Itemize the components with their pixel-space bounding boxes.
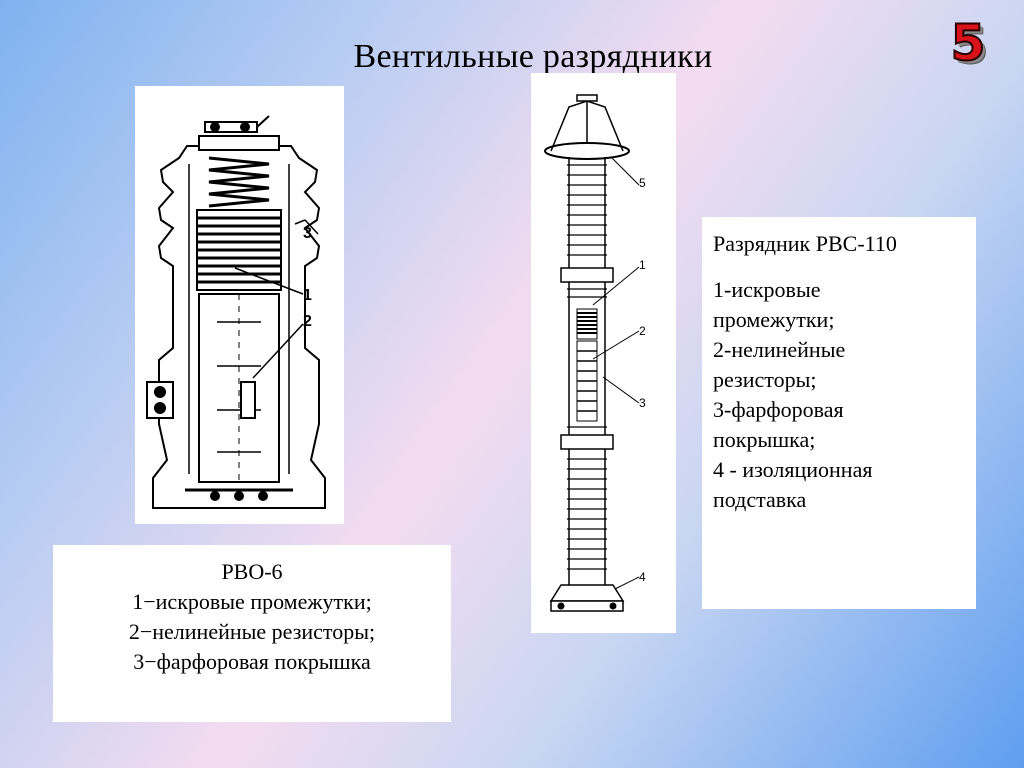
rvs-caption-line: 2-нелинейные (713, 337, 846, 362)
rvs-label-4: 4 (639, 570, 646, 584)
rvo-label-1: 1 (303, 287, 312, 304)
rvs-leader-2 (592, 330, 640, 360)
rvo-top-cap (198, 135, 280, 151)
rvo-label-2: 2 (303, 313, 312, 330)
rvs-base (549, 584, 625, 602)
slide-title: Вентильные разрядники (353, 38, 713, 75)
rvs-110-diagram-svg: 5 1 2 3 4 (544, 94, 646, 612)
rvo-label-3: 3 (303, 225, 312, 242)
rvs-caption-spacer (713, 259, 966, 275)
rvs-caption-line: подставка (713, 487, 807, 512)
rvs-leader-3 (602, 376, 640, 404)
rvs-upper-section (568, 157, 606, 268)
rvs-caption-line: резисторы; (713, 367, 817, 392)
rvs-caption-line: покрышка; (713, 427, 816, 452)
rvo-6-caption: РВО-6 1−искровые промежутки; 2−нелинейны… (53, 545, 451, 722)
rvo-caption-line: 3−фарфоровая покрышка (133, 649, 371, 674)
rvo-leader-2 (252, 323, 304, 379)
rvs-grading-ring (544, 142, 630, 160)
rvs-caption-line: 4 - изоляционная (713, 457, 873, 482)
rvs-caption-line: 3-фарфоровая (713, 397, 844, 422)
rvo-caption-line: РВО-6 (221, 559, 283, 584)
rvo-spring (208, 156, 270, 208)
rvs-flange-2 (560, 434, 614, 450)
rvs-caption-line: промежутки; (713, 307, 835, 332)
rvs-label-5: 5 (639, 176, 646, 190)
rvs-flange-1 (560, 267, 614, 283)
rvs-lower-section (568, 449, 606, 585)
rvo-leader-1 (234, 267, 304, 295)
rvo-6-drawing: 3 1 2 (135, 86, 344, 524)
rvs-leader-5 (610, 156, 640, 186)
rvs-caption-title: Разрядник РВС-110 (713, 231, 897, 256)
rvo-caption-line: 2−нелинейные резисторы; (128, 619, 376, 644)
rvo-caption-line: 1−искровые промежутки; (132, 589, 372, 614)
rvo-6-diagram-svg: 3 1 2 (146, 115, 326, 509)
rvs-110-drawing: 5 1 2 3 4 (531, 73, 676, 633)
rvs-110-caption: Разрядник РВС-110 1-искровые промежутки;… (702, 217, 976, 609)
rvo-porcelain-housing (152, 145, 326, 509)
rvs-caption-line: 1-искровые (713, 277, 821, 302)
rvs-middle-section (568, 282, 606, 435)
rvs-label-2: 2 (639, 324, 646, 338)
rvs-leader-1 (592, 266, 640, 306)
rvs-label-1: 1 (639, 258, 646, 272)
rvo-inner-wall (188, 164, 290, 474)
slide-number: 5 (950, 14, 987, 72)
rvo-leader-3 (294, 219, 319, 235)
rvs-label-3: 3 (639, 396, 646, 410)
rvs-leader-4 (614, 576, 640, 590)
